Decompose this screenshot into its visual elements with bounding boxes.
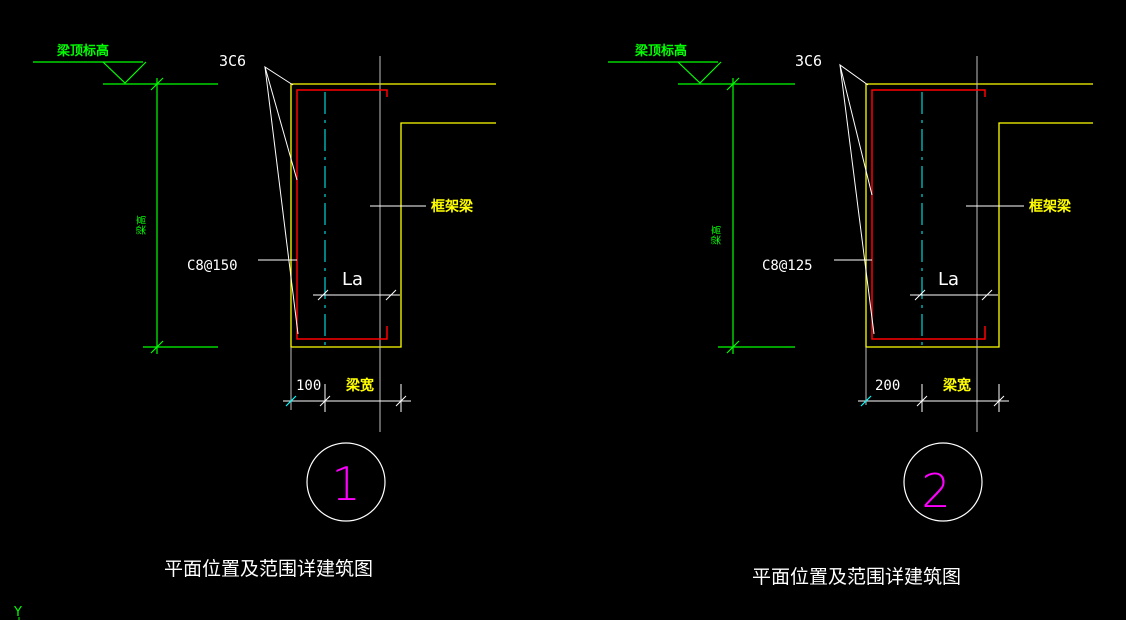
beam-width-label: 梁宽 xyxy=(942,377,971,394)
offset-dimension-label: 200 xyxy=(875,378,900,394)
bottom-tick-3 xyxy=(395,395,407,407)
beam-height-label: 梁高 xyxy=(135,215,148,235)
top-bar-label: 3C6 xyxy=(219,52,246,70)
top-bar-leader xyxy=(264,65,298,181)
elevation-triangle-symbol xyxy=(102,61,147,84)
elevation-triangle-symbol xyxy=(677,61,722,84)
beam-top-elevation-label: 梁顶标高 xyxy=(56,43,109,59)
detail-caption: 平面位置及范围详建筑图 xyxy=(752,566,961,588)
bottom-tick-1 xyxy=(860,395,872,407)
bottom-tick-2 xyxy=(916,395,928,407)
frame-beam-label: 框架梁 xyxy=(1029,198,1072,215)
height-tick-top xyxy=(726,77,740,91)
top-bar-label: 3C6 xyxy=(795,52,822,70)
detail-caption: 平面位置及范围详建筑图 xyxy=(164,558,373,580)
detail-number-circle[interactable] xyxy=(306,442,386,522)
beam-top-elevation-label: 梁顶标高 xyxy=(634,43,687,59)
rebar-main-bar xyxy=(296,97,388,340)
stirrup-label: C8@125 xyxy=(762,258,813,274)
rebar-stirrup xyxy=(296,89,388,97)
bottom-tick-3 xyxy=(993,395,1005,407)
height-tick-top xyxy=(150,77,164,91)
beam-outline xyxy=(290,83,496,348)
anchor-length-label: La xyxy=(342,269,363,290)
detail-1: 梁顶标高 梁高 3C6 C8@150 框架梁 La xyxy=(33,43,496,580)
stirrup-label: C8@150 xyxy=(187,258,238,274)
top-bar-leader xyxy=(839,63,873,196)
rebar-main-bar xyxy=(871,97,986,340)
detail-number: 2 xyxy=(921,464,950,518)
la-tick-right xyxy=(385,289,397,301)
detail-number-circle[interactable] xyxy=(903,442,983,522)
detail-2: 梁顶标高 梁高 3C6 C8@125 框架梁 La 200 梁宽 2 xyxy=(608,43,1093,588)
beam-height-label: 梁高 xyxy=(710,225,723,245)
detail-number: 1 xyxy=(331,457,360,511)
height-tick-bottom xyxy=(726,340,740,354)
la-tick-left xyxy=(914,289,926,301)
bottom-tick-1 xyxy=(285,395,297,407)
ucs-y-axis-label: Y xyxy=(13,605,22,620)
height-tick-bottom xyxy=(150,340,164,354)
frame-beam-label: 框架梁 xyxy=(431,198,474,215)
offset-dimension-label: 100 xyxy=(296,378,321,394)
bottom-tick-2 xyxy=(319,395,331,407)
beam-outline xyxy=(865,83,1093,348)
la-tick-left xyxy=(317,289,329,301)
top-bar-leader-2 xyxy=(264,66,299,335)
la-tick-right xyxy=(981,289,993,301)
rebar-stirrup xyxy=(871,89,986,97)
beam-width-label: 梁宽 xyxy=(345,377,374,394)
anchor-length-label: La xyxy=(938,269,959,290)
top-bar-leader-2 xyxy=(839,64,875,335)
